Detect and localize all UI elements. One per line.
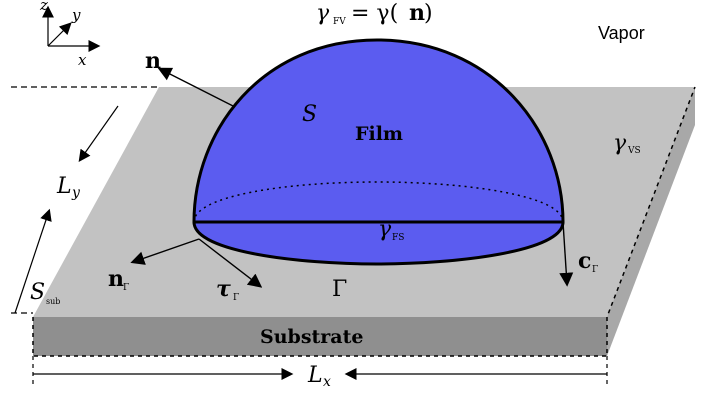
gamma-fv-subscript: FV	[333, 17, 346, 27]
film-cap	[192, 38, 565, 224]
gamma-fv-normal: n	[409, 0, 425, 26]
contact-line-tangent-label: τ	[216, 276, 231, 302]
contact-line-normal-subscript: Γ	[123, 283, 129, 293]
gamma-fs-subscript: FS	[392, 233, 404, 243]
vapor-label: Vapor	[598, 23, 645, 43]
contact-line-conormal-label: c	[578, 248, 591, 274]
substrate-surface-subscript: sub	[46, 297, 60, 306]
z-axis-label: z	[39, 0, 48, 14]
substrate-side-face	[607, 87, 695, 356]
contact-line-label: Γ	[332, 277, 347, 302]
lx-subscript: x	[323, 374, 331, 390]
gamma-fv-close: )	[424, 1, 433, 26]
substrate-front-face	[33, 317, 607, 356]
contact-line-normal-arrow	[130, 238, 200, 265]
contact-line-tangent-subscript: Γ	[233, 293, 239, 303]
contact-line-normal-label: n	[108, 266, 124, 292]
film-label: Film	[355, 123, 403, 145]
substrate-label: Substrate	[260, 326, 363, 348]
surface-label: S	[302, 102, 317, 127]
substrate-surface-label: S	[30, 280, 45, 305]
gamma-vs-subscript: VS	[627, 146, 641, 156]
lx-label: L	[307, 363, 323, 388]
film-base	[192, 220, 565, 266]
x-axis-label: x	[78, 51, 87, 69]
y-axis-label: y	[71, 6, 81, 24]
substrate-edges	[32, 86, 696, 357]
surface-normal-label: n	[145, 48, 161, 74]
gamma-fv-equals: = γ(	[351, 1, 398, 26]
ly-subscript: y	[71, 185, 81, 201]
ly-bottom-arrow	[14, 208, 52, 314]
ly-top-arrow	[78, 105, 119, 162]
contact-line-tangent-arrow	[198, 238, 263, 288]
gamma-vs-symbol: γ	[613, 131, 627, 156]
y-axis-arrow	[47, 22, 72, 47]
gamma-fv-symbol: γ	[316, 1, 330, 26]
gamma-fs-symbol: γ	[378, 217, 392, 242]
surface-normal-arrow	[157, 67, 236, 108]
ly-label: L	[56, 174, 72, 199]
contact-line-conormal-arrow	[559, 221, 574, 287]
contact-line-conormal-subscript: Γ	[592, 265, 598, 275]
